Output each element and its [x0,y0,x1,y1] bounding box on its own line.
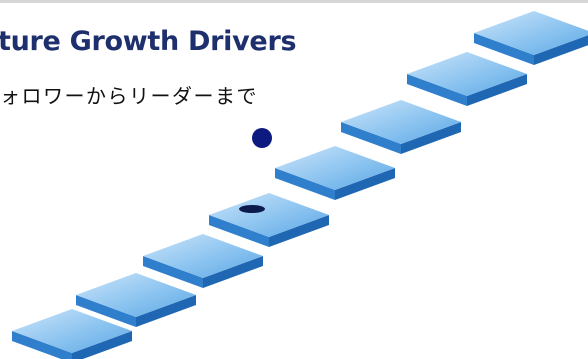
step-side [335,168,395,200]
step-side [269,215,329,247]
step-top [474,11,588,55]
step-side [534,35,588,65]
step-hole [239,205,265,213]
step-front [474,33,534,65]
step-front [275,168,335,200]
step-top [143,234,263,278]
step-side [136,295,196,327]
step-2 [76,273,196,327]
step-5 [275,146,395,200]
step-side [467,74,527,106]
step-3 [143,234,263,288]
step-front [407,74,467,106]
step-front [143,256,203,288]
step-side [72,331,132,359]
top-rule [0,0,588,3]
step-front [12,331,72,359]
slide-title: ture Growth Drivers [0,26,297,57]
slide-subtitle: ォロワーからリーダーまで [0,84,258,108]
step-top [76,273,196,317]
step-4 [209,193,329,247]
step-front [76,295,136,327]
step-side [203,256,263,288]
step-top [209,193,329,237]
step-6 [341,100,461,154]
step-1 [12,309,132,359]
step-top [12,309,132,353]
step-front [341,122,401,154]
ball [252,128,272,148]
step-8 [474,11,588,65]
step-top [341,100,461,144]
step-top [407,52,527,96]
step-side [401,122,461,154]
step-top [275,146,395,190]
step-front [209,215,269,247]
step-7 [407,52,527,106]
